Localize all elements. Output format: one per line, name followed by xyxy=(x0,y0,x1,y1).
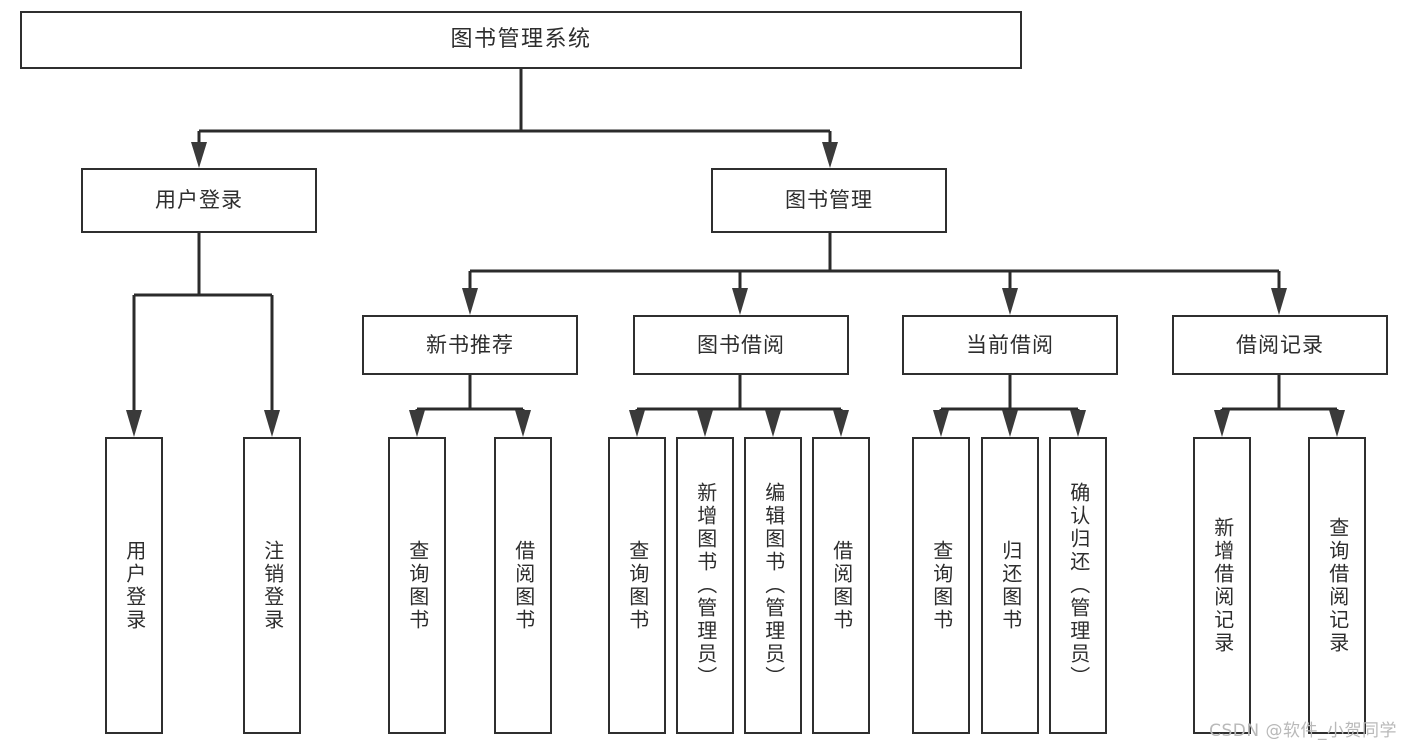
node-current-borrow-label: 当前借阅 xyxy=(966,332,1054,357)
node-root-book-management-system[interactable]: 图书管理系统 xyxy=(20,11,1022,69)
leaf-return-book[interactable]: 归还图书 xyxy=(981,437,1039,734)
leaf-add-book[interactable]: 新增图书（管理员） xyxy=(676,437,734,734)
node-user-login-label: 用户登录 xyxy=(155,188,243,213)
node-root-label: 图书管理系统 xyxy=(450,27,592,53)
leaf-confirm-return-label: 确认归还（管理员） xyxy=(1066,482,1091,689)
node-current-borrow[interactable]: 当前借阅 xyxy=(902,315,1118,375)
leaf-query-record[interactable]: 查询借阅记录 xyxy=(1308,437,1366,734)
leaf-borrow-book-1[interactable]: 借阅图书 xyxy=(494,437,552,734)
node-new-book-recommend-label: 新书推荐 xyxy=(426,332,514,357)
leaf-query-book-3[interactable]: 查询图书 xyxy=(912,437,970,734)
leaf-return-book-label: 归还图书 xyxy=(998,539,1023,632)
leaf-borrow-book-2-label: 借阅图书 xyxy=(829,539,854,632)
leaf-logout[interactable]: 注销登录 xyxy=(243,437,301,734)
leaf-query-book-3-label: 查询图书 xyxy=(929,539,954,632)
leaf-add-record[interactable]: 新增借阅记录 xyxy=(1193,437,1251,734)
node-book-borrow[interactable]: 图书借阅 xyxy=(633,315,849,375)
leaf-confirm-return[interactable]: 确认归还（管理员） xyxy=(1049,437,1107,734)
leaf-user-login[interactable]: 用户登录 xyxy=(105,437,163,734)
leaf-query-book-1-label: 查询图书 xyxy=(405,539,430,632)
node-book-borrow-label: 图书借阅 xyxy=(697,332,785,357)
leaf-user-login-label: 用户登录 xyxy=(122,539,147,632)
node-borrow-record-label: 借阅记录 xyxy=(1236,332,1324,357)
leaf-add-book-label: 新增图书（管理员） xyxy=(693,482,718,689)
node-book-management-label: 图书管理 xyxy=(785,188,873,213)
leaf-borrow-book-1-label: 借阅图书 xyxy=(511,539,536,632)
leaf-logout-label: 注销登录 xyxy=(260,539,285,632)
leaf-edit-book-label: 编辑图书（管理员） xyxy=(761,482,786,689)
leaf-query-book-2[interactable]: 查询图书 xyxy=(608,437,666,734)
leaf-borrow-book-2[interactable]: 借阅图书 xyxy=(812,437,870,734)
leaf-add-record-label: 新增借阅记录 xyxy=(1210,516,1235,655)
leaf-query-record-label: 查询借阅记录 xyxy=(1325,516,1350,655)
leaf-query-book-2-label: 查询图书 xyxy=(625,539,650,632)
leaf-query-book-1[interactable]: 查询图书 xyxy=(388,437,446,734)
leaf-edit-book[interactable]: 编辑图书（管理员） xyxy=(744,437,802,734)
node-book-management[interactable]: 图书管理 xyxy=(711,168,947,233)
node-new-book-recommend[interactable]: 新书推荐 xyxy=(362,315,578,375)
node-borrow-record[interactable]: 借阅记录 xyxy=(1172,315,1388,375)
node-user-login[interactable]: 用户登录 xyxy=(81,168,317,233)
watermark: CSDN @软件_小贺同学 xyxy=(1209,721,1397,741)
